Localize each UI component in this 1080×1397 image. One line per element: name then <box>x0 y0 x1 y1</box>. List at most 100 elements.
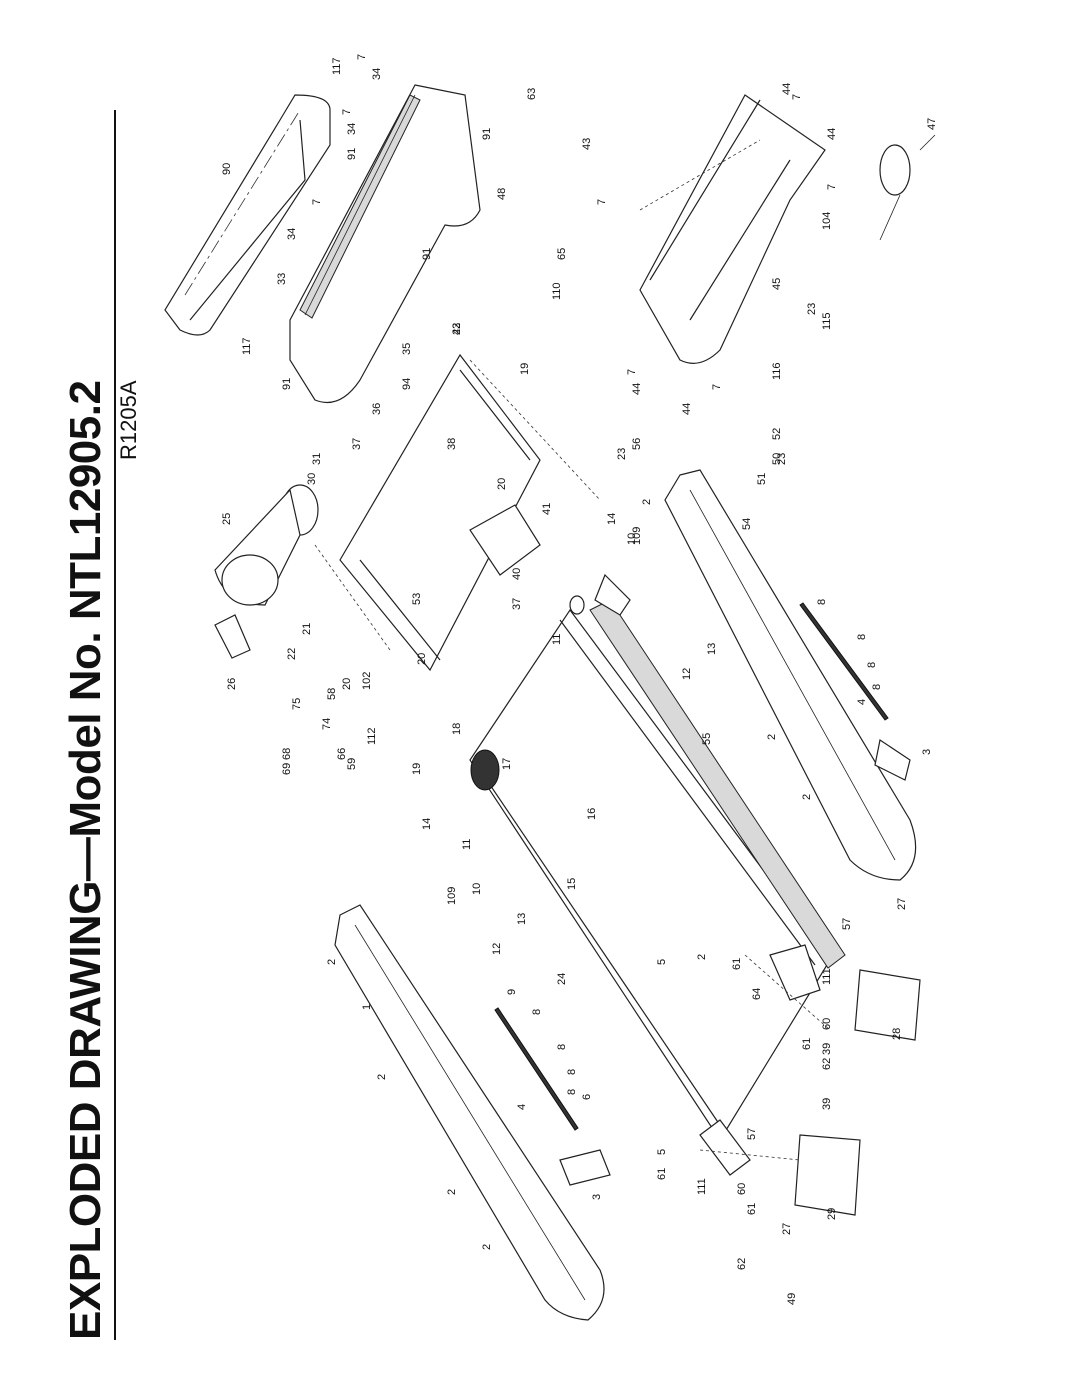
callout-label: 3 <box>591 1194 603 1200</box>
callout-label: 115 <box>821 312 833 330</box>
callout-label: 62 <box>736 1258 748 1270</box>
callout-label: 111 <box>696 1178 708 1195</box>
callout-label: 23 <box>806 303 818 315</box>
callout-label: 7 <box>356 54 368 60</box>
callout-label: 23 <box>776 453 788 465</box>
callout-label: 21 <box>301 623 313 635</box>
callout-label: 61 <box>746 1203 758 1215</box>
callout-label: 51 <box>756 473 768 485</box>
callout-label: 14 <box>606 513 618 525</box>
callout-label: 28 <box>891 1028 903 1040</box>
callout-label: 2 <box>801 794 813 800</box>
callout-label: 109 <box>631 527 643 545</box>
part-side-rail-right <box>664 469 917 881</box>
callout-label: 4 <box>516 1104 528 1110</box>
callout-label: 8 <box>566 1089 578 1095</box>
callout-label: 7 <box>826 184 838 190</box>
part-upright-frame <box>339 353 541 672</box>
callout-label: 116 <box>771 362 783 380</box>
callout-label: 34 <box>346 123 358 135</box>
callout-label: 23 <box>451 323 463 335</box>
callout-label: 11 <box>461 839 473 850</box>
callout-label: 2 <box>696 954 708 960</box>
callout-label: 8 <box>816 599 828 605</box>
callout-label: 102 <box>361 672 373 690</box>
callout-label: 44 <box>781 83 793 95</box>
part-motor-hood <box>164 94 331 336</box>
callout-label: 44 <box>631 383 643 395</box>
callout-label: 7 <box>626 369 638 375</box>
assembly-guide-lines <box>184 109 831 1161</box>
callout-label: 57 <box>841 918 853 930</box>
callout-label: 8 <box>566 1069 578 1075</box>
callout-label: 7 <box>711 384 723 390</box>
callout-label: 75 <box>291 698 303 710</box>
callout-label: 61 <box>656 1168 668 1180</box>
part-power-cord <box>879 134 936 241</box>
callout-label: 10 <box>471 883 483 895</box>
callout-label: 20 <box>341 678 353 690</box>
callout-label: 11 <box>551 634 563 645</box>
callout-label: 8 <box>856 634 868 640</box>
callout-label: 94 <box>401 378 413 390</box>
part-belt <box>214 614 251 659</box>
callout-label: 90 <box>221 163 233 175</box>
callout-label: 49 <box>786 1293 798 1305</box>
callout-label: 54 <box>741 518 753 530</box>
callout-label: 24 <box>556 973 568 985</box>
part-side-rail-left <box>334 904 605 1321</box>
callout-label: 44 <box>681 403 693 415</box>
callout-label: 25 <box>221 513 233 525</box>
callout-label: 62 <box>821 1058 833 1070</box>
part-rollers <box>470 595 585 791</box>
callout-label: 48 <box>496 188 508 200</box>
callout-label: 52 <box>771 428 783 440</box>
callout-label: 60 <box>736 1183 748 1195</box>
callout-label: 2 <box>446 1189 458 1195</box>
callout-label: 7 <box>311 199 323 205</box>
callout-label: 59 <box>346 758 358 770</box>
part-motor-tray <box>289 84 481 404</box>
callout-label: 12 <box>491 943 503 955</box>
callout-label: 30 <box>306 473 318 485</box>
part-flywheel <box>214 484 319 606</box>
callout-label: 12 <box>681 668 693 680</box>
callout-label: 42 <box>451 323 463 335</box>
title-underline <box>114 110 116 1340</box>
callout-label: 10 <box>626 533 638 545</box>
callout-label: 7 <box>791 94 803 100</box>
callout-label: 33 <box>276 273 288 285</box>
callout-label: 44 <box>826 128 838 140</box>
callout-label: 8 <box>871 684 883 690</box>
callout-label: 41 <box>541 503 553 515</box>
callout-label: 2 <box>481 1244 493 1250</box>
callout-label: 26 <box>226 678 238 690</box>
callout-label: 64 <box>751 988 763 1000</box>
callout-label: 2 <box>641 499 653 505</box>
part-drive-motor <box>469 504 541 576</box>
callout-label: 31 <box>311 453 323 465</box>
callout-label: 109 <box>446 887 458 905</box>
callout-label: 27 <box>896 898 908 910</box>
callout-label: 2 <box>376 1074 388 1080</box>
callout-label: 63 <box>526 88 538 100</box>
callout-label: 61 <box>731 958 743 970</box>
drawing-code: R1205A <box>116 380 141 460</box>
callout-label: 57 <box>746 1128 758 1140</box>
part-callouts: 1222222223344556777777778888888891010111… <box>221 54 938 1305</box>
part-deck-frame <box>469 573 846 1176</box>
callout-label: 6 <box>581 1094 593 1100</box>
callout-label: 7 <box>596 199 608 205</box>
callout-label: 39 <box>821 1098 833 1110</box>
callout-label: 50 <box>771 453 783 465</box>
callout-label: 43 <box>581 138 593 150</box>
callout-label: 40 <box>511 568 523 580</box>
part-feet <box>794 969 921 1216</box>
callout-label: 55 <box>701 733 713 745</box>
callout-label: 91 <box>346 148 358 160</box>
callout-label: 4 <box>856 699 868 705</box>
callout-label: 23 <box>616 448 628 460</box>
callout-label: 53 <box>411 593 423 605</box>
callout-label: 8 <box>531 1009 543 1015</box>
callout-label: 37 <box>351 438 363 450</box>
